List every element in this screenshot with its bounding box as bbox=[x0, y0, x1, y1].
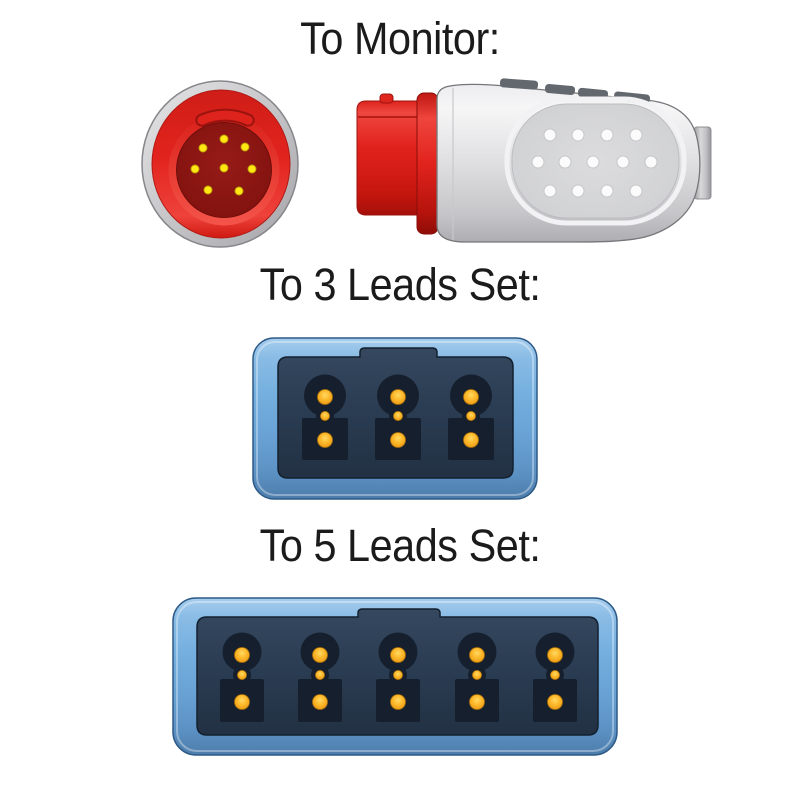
gold-pin-bottom bbox=[390, 694, 406, 710]
grip-dimple bbox=[616, 155, 630, 169]
gold-pin-small bbox=[237, 670, 247, 680]
red-plug-collar bbox=[416, 92, 439, 235]
face-pins bbox=[190, 134, 257, 196]
gold-pin-top bbox=[234, 647, 250, 663]
grip-dimple bbox=[543, 184, 557, 198]
grip-dimple bbox=[571, 128, 585, 142]
grip-dimple bbox=[600, 128, 614, 142]
grip-dimple bbox=[586, 155, 600, 169]
section-label-3-leads: To 3 Leads Set: bbox=[259, 259, 541, 310]
gold-pin-small bbox=[550, 670, 560, 680]
grip-dimple bbox=[629, 128, 643, 142]
gold-pin-top bbox=[317, 389, 333, 405]
red-plug-nub bbox=[379, 93, 394, 104]
gold-pin-top bbox=[547, 647, 563, 663]
gold-pin-small bbox=[472, 670, 482, 680]
pin-columns bbox=[220, 632, 577, 722]
pin-columns bbox=[302, 374, 494, 460]
gold-pin-top bbox=[390, 647, 406, 663]
grip-tab bbox=[577, 87, 609, 100]
gold-pin-small bbox=[320, 411, 330, 421]
grip-dimple bbox=[629, 184, 643, 198]
gold-pin-bottom bbox=[463, 432, 479, 448]
monitor-pin bbox=[203, 185, 213, 195]
section-label-monitor: To Monitor: bbox=[300, 13, 500, 64]
gold-pin-bottom bbox=[547, 694, 563, 710]
gold-pin-bottom bbox=[469, 694, 485, 710]
grip-tab bbox=[544, 84, 576, 95]
monitor-pin bbox=[219, 163, 229, 173]
grip-dimple bbox=[558, 155, 572, 169]
grip-dimple bbox=[571, 184, 585, 198]
grip-dimples bbox=[531, 128, 658, 198]
gold-pin-small bbox=[315, 670, 325, 680]
monitor-pin bbox=[247, 164, 257, 174]
gold-pin-bottom bbox=[234, 694, 250, 710]
monitor-pin bbox=[240, 142, 250, 152]
gold-pin-top bbox=[463, 389, 479, 405]
monitor-pin bbox=[190, 164, 200, 174]
gold-pin-top bbox=[390, 389, 406, 405]
grip-dimple bbox=[531, 155, 545, 169]
gold-pin-small bbox=[393, 670, 403, 680]
gold-pin-small bbox=[466, 411, 476, 421]
gold-pin-small bbox=[393, 411, 403, 421]
grip-dimple bbox=[600, 184, 614, 198]
gold-pin-bottom bbox=[390, 432, 406, 448]
gold-pin-bottom bbox=[317, 432, 333, 448]
monitor-pin bbox=[234, 186, 244, 196]
gold-pin-top bbox=[469, 647, 485, 663]
gold-pin-bottom bbox=[312, 694, 328, 710]
grip-dimple bbox=[543, 128, 557, 142]
red-plug-front bbox=[356, 100, 421, 216]
gold-pin-top bbox=[312, 647, 328, 663]
five-lead-connector bbox=[172, 597, 618, 756]
three-lead-connector bbox=[252, 337, 538, 500]
keying-notch-fill bbox=[197, 110, 253, 125]
monitor-connector-side bbox=[356, 78, 712, 243]
monitor-connector-face bbox=[141, 80, 299, 248]
grip-tab bbox=[499, 78, 539, 90]
monitor-pin bbox=[219, 134, 229, 144]
section-label-5-leads: To 5 Leads Set: bbox=[259, 520, 541, 571]
monitor-pin bbox=[198, 143, 208, 153]
shell-highlight bbox=[256, 341, 534, 496]
grip-recess-rim bbox=[504, 96, 687, 226]
shell-highlight bbox=[176, 601, 614, 752]
grip-dimple bbox=[644, 155, 658, 169]
